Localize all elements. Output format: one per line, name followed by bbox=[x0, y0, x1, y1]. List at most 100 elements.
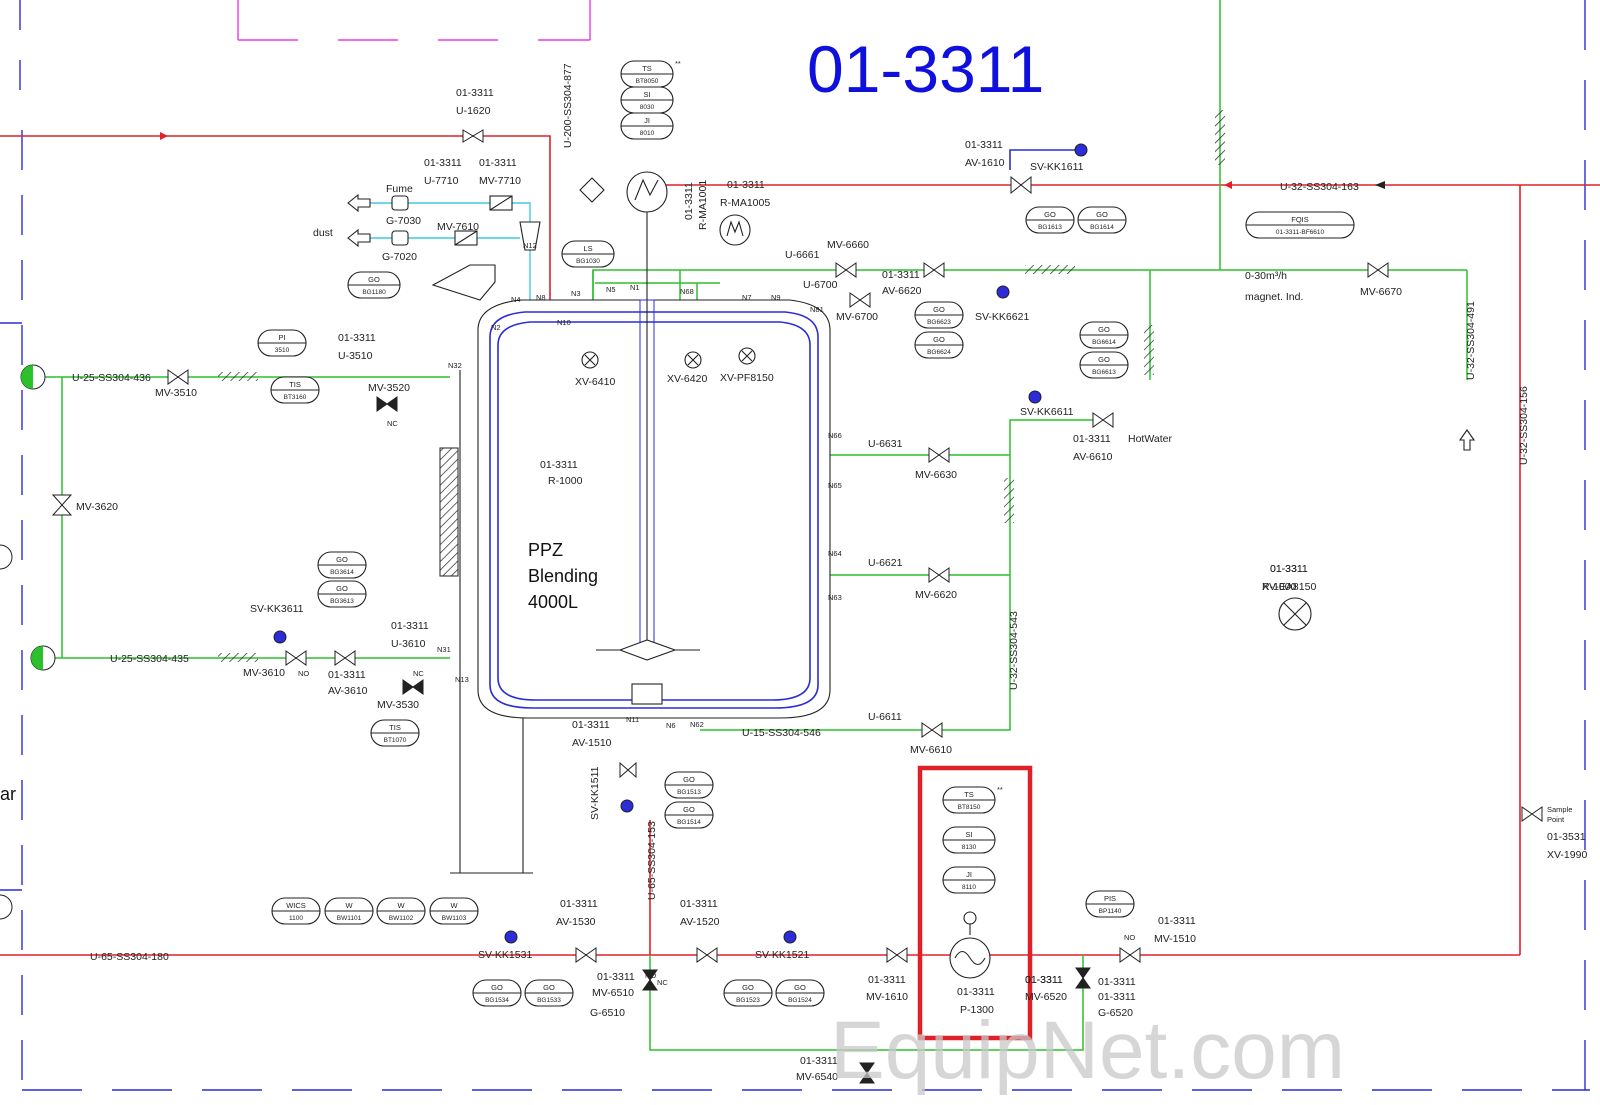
diagram-label: U-7710 bbox=[424, 175, 459, 187]
diagram-label: U-6611 bbox=[868, 711, 902, 723]
instrument-function: TS bbox=[964, 790, 974, 799]
diagram-label: SV-KK6621 bbox=[975, 311, 1029, 323]
diagram-label: 0-30m³/h bbox=[1245, 270, 1287, 282]
diagram-label: N65 bbox=[828, 481, 842, 490]
diagram-label: G-6520 bbox=[1098, 1007, 1133, 1019]
diagram-label: N1 bbox=[630, 283, 640, 292]
instrument-function: GO bbox=[336, 584, 348, 593]
diagram-label: G-7030 bbox=[386, 215, 421, 227]
diagram-label: 01-3311 bbox=[560, 898, 598, 910]
instrument-function: W bbox=[450, 901, 458, 910]
diagram-label: 01-3311 bbox=[1098, 976, 1136, 988]
diagram-label: dust bbox=[313, 227, 333, 239]
diagram-label: N4 bbox=[511, 295, 521, 304]
instrument-note: ** bbox=[675, 59, 681, 68]
diagram-label: AV-1520 bbox=[680, 916, 720, 928]
diagram-label: 01-3311 bbox=[1025, 974, 1063, 986]
instrument-bubble: W BW1103 bbox=[429, 897, 479, 925]
instrument-function: SI bbox=[965, 830, 972, 839]
instrument-tag: 8110 bbox=[962, 884, 976, 891]
diagram-label: NC bbox=[413, 669, 424, 678]
diagram-label: 01-3311 bbox=[882, 269, 920, 281]
instrument-tag: 3510 bbox=[275, 347, 290, 354]
instrument-function: W bbox=[345, 901, 353, 910]
diagram-label: AV-6620 bbox=[882, 285, 922, 297]
diagram-label: 01-3311 bbox=[680, 898, 718, 910]
diagram-label: SV-KK1521 bbox=[755, 949, 809, 961]
diagram-label: AV-6610 bbox=[1073, 451, 1113, 463]
instrument-tag: BG6624 bbox=[927, 349, 951, 356]
diagram-label: N11 bbox=[626, 715, 639, 724]
instrument-bubble: PI 3510 bbox=[257, 329, 307, 357]
diagram-label: U-65-SS304-180 bbox=[90, 951, 169, 963]
diagram-label: U-32-SS304-156 bbox=[1518, 386, 1530, 465]
diagram-label: U-3610 bbox=[391, 638, 426, 650]
instrument-function: GO bbox=[1098, 355, 1110, 364]
diagram-label: MV-7710 bbox=[479, 175, 521, 187]
diagram-label: Fume bbox=[386, 183, 413, 195]
vessel-line1: PPZ bbox=[528, 540, 563, 560]
diagram-label: 01-3311 bbox=[424, 157, 462, 169]
diagram-label: N12 bbox=[523, 241, 537, 250]
diagram-label: Sample bbox=[1547, 805, 1572, 814]
agitator-motor bbox=[626, 171, 751, 300]
vessel-line2: Blending bbox=[528, 566, 598, 586]
diagram-label: U-32-SS304-491 bbox=[1465, 301, 1477, 380]
instrument-function: PIS bbox=[1104, 894, 1116, 903]
diagram-label: R-MA1005 bbox=[720, 197, 770, 209]
instrument-tag: BG3614 bbox=[330, 569, 354, 576]
diagram-label: magnet. Ind. bbox=[1245, 291, 1303, 303]
diagram-label: N6 bbox=[666, 721, 676, 730]
instrument-tag: 8010 bbox=[640, 130, 655, 137]
diagram-label: MV-3520 bbox=[368, 382, 410, 394]
diagram-label: N31 bbox=[437, 645, 451, 654]
indicator-lamps bbox=[581, 347, 1312, 631]
diagram-label: MV-3510 bbox=[155, 387, 197, 399]
diagram-label: N66 bbox=[828, 431, 842, 440]
instrument-tag: BT3160 bbox=[284, 394, 307, 401]
instrument-function: GO bbox=[491, 983, 503, 992]
instrument-tag: BW1103 bbox=[442, 915, 467, 922]
instrument-function: PI bbox=[278, 333, 285, 342]
diagram-label: 01-3311 bbox=[868, 974, 906, 986]
instrument-tag: BG3613 bbox=[330, 598, 354, 605]
watermark-text: EquipNet.com bbox=[830, 1005, 1345, 1096]
instrument-function: WICS bbox=[286, 901, 306, 910]
diagram-label: MV-7610 bbox=[437, 221, 479, 233]
diagram-label: NC bbox=[657, 978, 668, 987]
diagram-label: 01-3311 bbox=[800, 1055, 838, 1067]
diagram-label: 01-3311 bbox=[957, 986, 995, 998]
diagram-label: U-6621 bbox=[868, 557, 903, 569]
instrument-function: GO bbox=[742, 983, 754, 992]
diagram-label: MV-6660 bbox=[827, 239, 869, 251]
instrument-function: GO bbox=[683, 805, 695, 814]
instrument-tag: BG1180 bbox=[362, 289, 386, 296]
diagram-label: XV-1990 bbox=[1547, 849, 1587, 861]
instrument-tag: BT8150 bbox=[958, 804, 981, 811]
instrument-function: JI bbox=[966, 870, 972, 879]
diagram-label: U-6661 bbox=[785, 249, 820, 261]
instrument-function: LS bbox=[583, 244, 592, 253]
diagram-label: N9 bbox=[771, 293, 781, 302]
diagram-label: XV-EA8150 bbox=[1262, 581, 1316, 593]
diagram-label: U-6700 bbox=[803, 279, 838, 291]
instrument-tag: BG1613 bbox=[1038, 224, 1062, 231]
diagram-label: 01-3311 bbox=[456, 87, 494, 99]
instrument-function: TIS bbox=[289, 380, 301, 389]
instrument-note: ** bbox=[997, 785, 1003, 794]
diagram-label: AV-1610 bbox=[965, 157, 1005, 169]
hatch-segments bbox=[218, 110, 1225, 662]
diagram-label: SV-KK3611 bbox=[250, 603, 304, 615]
